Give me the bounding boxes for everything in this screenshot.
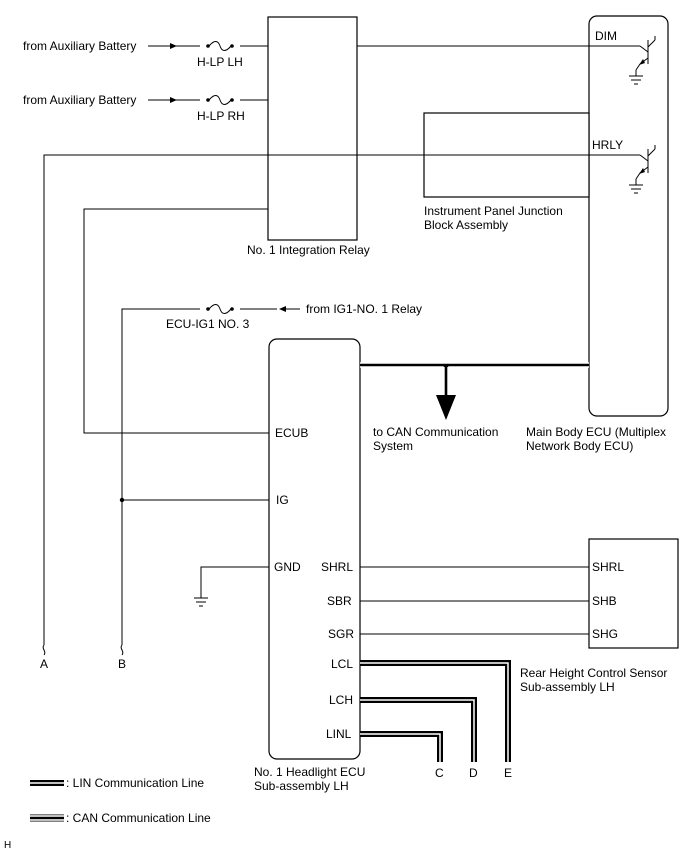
pin-shrl: SHRL bbox=[321, 560, 353, 574]
lin-line-lch bbox=[360, 697, 477, 762]
connector-a-label: A bbox=[40, 657, 48, 671]
hrly-wire bbox=[43, 154, 640, 645]
pin-dim: DIM bbox=[595, 29, 617, 43]
main-body-ecu-box bbox=[588, 15, 669, 417]
height-sensor-label-2: Sub-assembly LH bbox=[520, 680, 615, 694]
pin-sgr: SGR bbox=[328, 627, 354, 641]
hrly-transistor-icon bbox=[629, 145, 656, 194]
junction-block-label-1: Instrument Panel Junction bbox=[424, 204, 563, 218]
can-arrow-icon bbox=[436, 395, 456, 420]
pin-lcl: LCL bbox=[331, 657, 353, 671]
ig1-arrow-icon bbox=[279, 306, 286, 312]
sensor-pin-shrl: SHRL bbox=[592, 560, 624, 574]
pin-linl: LINL bbox=[326, 727, 352, 741]
main-body-ecu-label-1: Main Body ECU (Multiplex bbox=[526, 425, 666, 439]
ecub-wire bbox=[83, 208, 269, 434]
headlight-ecu-label-2: Sub-assembly LH bbox=[254, 779, 349, 793]
lin-line-linl bbox=[360, 731, 443, 762]
connector-c-label: C bbox=[435, 766, 444, 780]
lin-line-lcl bbox=[360, 660, 511, 762]
connector-d-label: D bbox=[469, 766, 478, 780]
integration-relay-box bbox=[267, 16, 358, 241]
pin-lch: LCH bbox=[329, 693, 353, 707]
pin-sbr: SBR bbox=[327, 594, 352, 608]
fuse-ecu-ig1-label: ECU-IG1 NO. 3 bbox=[166, 317, 250, 331]
height-sensor-label-1: Rear Height Control Sensor bbox=[520, 666, 667, 680]
can-line bbox=[360, 362, 589, 420]
height-sensor-box bbox=[588, 538, 679, 649]
ig1-relay-label: from IG1-NO. 1 Relay bbox=[306, 302, 422, 316]
aux-battery-label-2: from Auxiliary Battery bbox=[23, 93, 136, 107]
fuse-hlp-rh-label: H-LP RH bbox=[197, 109, 245, 123]
connector-b-end bbox=[120, 644, 124, 656]
integration-relay-label: No. 1 Integration Relay bbox=[247, 243, 370, 257]
dim-transistor-icon bbox=[629, 36, 656, 85]
pin-ecub: ECUB bbox=[275, 426, 308, 440]
aux-battery-label-1: from Auxiliary Battery bbox=[23, 39, 136, 53]
ecu-ig1-fuse-icon bbox=[200, 304, 240, 314]
ig-wire-b bbox=[121, 308, 277, 645]
can-label-1: to CAN Communication bbox=[373, 425, 498, 439]
headlight-ecu-box bbox=[268, 338, 361, 760]
junction-block-label-2: Block Assembly bbox=[424, 218, 508, 232]
sensor-pin-shg: SHG bbox=[592, 627, 618, 641]
legend-can-label: : CAN Communication Line bbox=[66, 811, 211, 825]
ground-icon bbox=[194, 566, 269, 607]
legend-lin-label: : LIN Communication Line bbox=[66, 776, 204, 790]
pin-gnd: GND bbox=[274, 560, 301, 574]
main-body-ecu-label-2: Network Body ECU) bbox=[526, 439, 633, 453]
connector-a-end bbox=[42, 644, 46, 656]
battery-feed-rh bbox=[148, 95, 268, 105]
ig-junction-dot bbox=[119, 497, 125, 503]
pin-ig: IG bbox=[276, 493, 289, 507]
footer-code: H bbox=[4, 840, 11, 851]
headlight-ecu-label-1: No. 1 Headlight ECU bbox=[254, 765, 365, 779]
pin-hrly: HRLY bbox=[592, 138, 623, 152]
can-label-2: System bbox=[373, 439, 413, 453]
connector-b-label: B bbox=[118, 657, 126, 671]
legend-can-sample bbox=[30, 814, 64, 822]
sensor-pin-shb: SHB bbox=[592, 594, 617, 608]
connector-e-label: E bbox=[504, 766, 512, 780]
fuse-hlp-lh-label: H-LP LH bbox=[197, 55, 243, 69]
battery-feed-lh bbox=[148, 41, 268, 51]
